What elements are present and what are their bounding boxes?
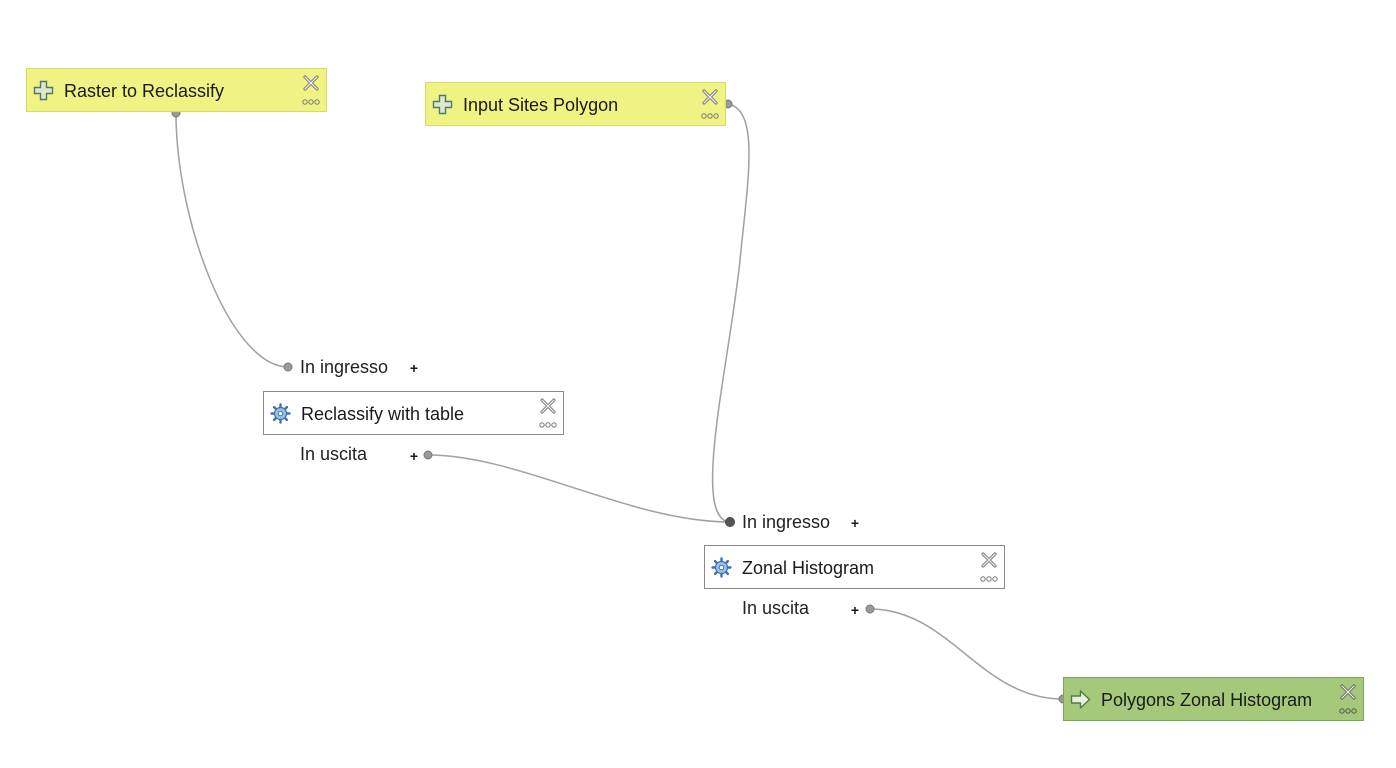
expand-outputs-toggle[interactable]: + <box>409 448 419 464</box>
zonal-input-label: In ingresso <box>742 512 831 532</box>
expand-inputs-toggle[interactable]: + <box>409 360 419 376</box>
node-title: Polygons Zonal Histogram <box>1101 690 1313 710</box>
expand-inputs-toggle[interactable]: + <box>850 515 860 531</box>
port-dot[interactable] <box>865 604 875 614</box>
expand-outputs-toggle[interactable]: + <box>850 602 860 618</box>
output-arrow-icon <box>1070 690 1091 709</box>
port-dot[interactable] <box>423 450 433 460</box>
reclassify-input-label: In ingresso <box>300 357 389 377</box>
close-icon[interactable] <box>701 88 719 106</box>
add-input-icon <box>33 80 54 101</box>
algorithm-node-zonal[interactable]: Zonal Histogram <box>704 545 1005 589</box>
output-node-zonal-histogram[interactable]: Polygons Zonal Histogram <box>1063 677 1364 721</box>
node-title: Raster to Reclassify <box>64 81 225 101</box>
gear-icon <box>270 403 291 424</box>
close-icon[interactable] <box>1339 683 1357 701</box>
connection-raster-to-reclassify <box>175 112 289 368</box>
input-node-raster[interactable]: Raster to Reclassify <box>26 68 327 112</box>
more-options-icon[interactable] <box>539 421 557 429</box>
add-input-icon <box>432 94 453 115</box>
close-icon[interactable] <box>302 74 320 92</box>
reclassify-output-label: In uscita <box>300 444 368 464</box>
more-options-icon[interactable] <box>1339 707 1357 715</box>
zonal-output-label: In uscita <box>742 598 810 618</box>
port-dot[interactable] <box>283 362 293 372</box>
more-options-icon[interactable] <box>980 575 998 583</box>
close-icon[interactable] <box>539 397 557 415</box>
more-options-icon[interactable] <box>302 98 320 106</box>
input-node-sites[interactable]: Input Sites Polygon <box>425 82 726 126</box>
more-options-icon[interactable] <box>701 112 719 120</box>
connection-sites-to-zonal <box>711 103 750 523</box>
node-title: Input Sites Polygon <box>463 95 619 115</box>
node-title: Reclassify with table <box>301 404 465 424</box>
close-icon[interactable] <box>980 551 998 569</box>
port-dot[interactable] <box>725 517 735 527</box>
connection-reclassify-to-zonal <box>427 454 731 523</box>
algorithm-node-reclassify[interactable]: Reclassify with table <box>263 391 564 435</box>
connection-zonal-to-output <box>869 608 1064 700</box>
gear-icon <box>711 557 732 578</box>
node-title: Zonal Histogram <box>742 558 875 578</box>
